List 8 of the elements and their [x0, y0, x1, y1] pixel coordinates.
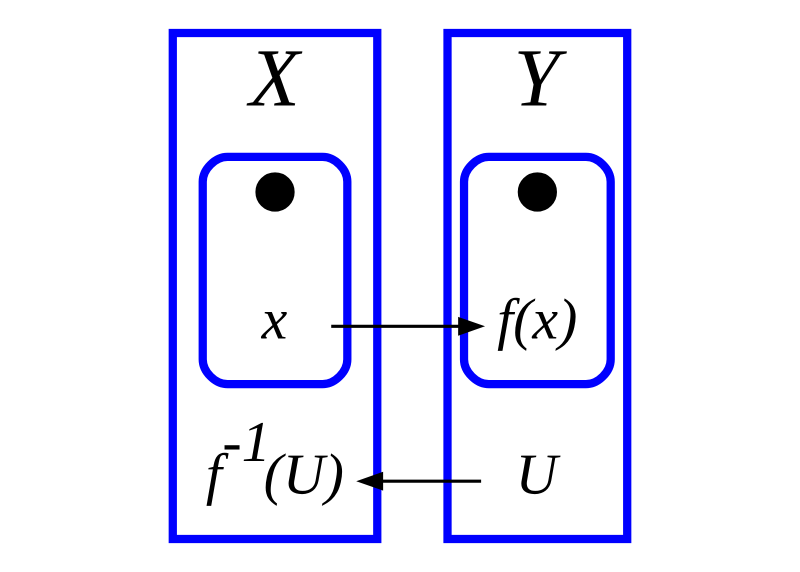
arrow — [331, 316, 486, 336]
cluster — [198, 152, 352, 388]
cluster — [460, 152, 615, 388]
node-text: x — [262, 286, 288, 352]
arrow — [356, 472, 482, 491]
node-dot — [255, 172, 295, 212]
node-text: f(x) — [497, 286, 578, 352]
node-dot — [518, 172, 557, 212]
